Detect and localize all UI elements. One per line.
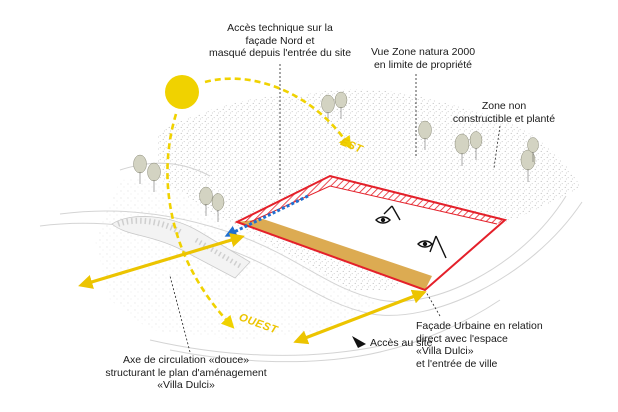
tree-icon [321, 94, 335, 124]
soft-circulation-axis [78, 233, 245, 289]
technical-access-arrow [224, 194, 309, 237]
tree-icon [418, 120, 432, 150]
tree-icon [133, 154, 147, 184]
annotation-urban-facade: Façade Urbaine en relation direct avec l… [416, 320, 543, 370]
annotation-non-buildable-zone: Zone non constructible et planté [452, 100, 556, 125]
tree-icon [211, 193, 225, 222]
tree-icon [334, 91, 348, 119]
annotation-site-access: Accès au site [370, 337, 433, 349]
tree-icon [520, 149, 536, 182]
tree-icon [199, 186, 213, 216]
annotation-natura-2000-view: Vue Zone natura 2000 en limite de propri… [370, 46, 476, 71]
sun-path-east [204, 77, 352, 150]
annotation-technical-access: Accès technique sur la façade Nord et ma… [208, 22, 352, 59]
urban-facade-band [237, 219, 432, 290]
tree-icon [147, 162, 161, 192]
leader-lines [169, 64, 501, 353]
north-edge-hatch [237, 176, 505, 224]
site-outline [234, 174, 508, 292]
tree-icon [454, 133, 470, 166]
annotation-soft-circulation-axis: Axe de circulation «douce» structurant l… [105, 354, 267, 391]
site-inner-outline [249, 185, 498, 225]
tree-icon [469, 131, 483, 160]
trees [133, 91, 539, 222]
eye-icon [417, 235, 447, 259]
site-access-arrow-icon [352, 336, 366, 348]
eye-icon [375, 205, 401, 224]
facade-access-axis [293, 289, 427, 345]
tree-icon [527, 137, 539, 162]
sun-path-west [166, 113, 235, 329]
sun-icon [165, 75, 199, 109]
